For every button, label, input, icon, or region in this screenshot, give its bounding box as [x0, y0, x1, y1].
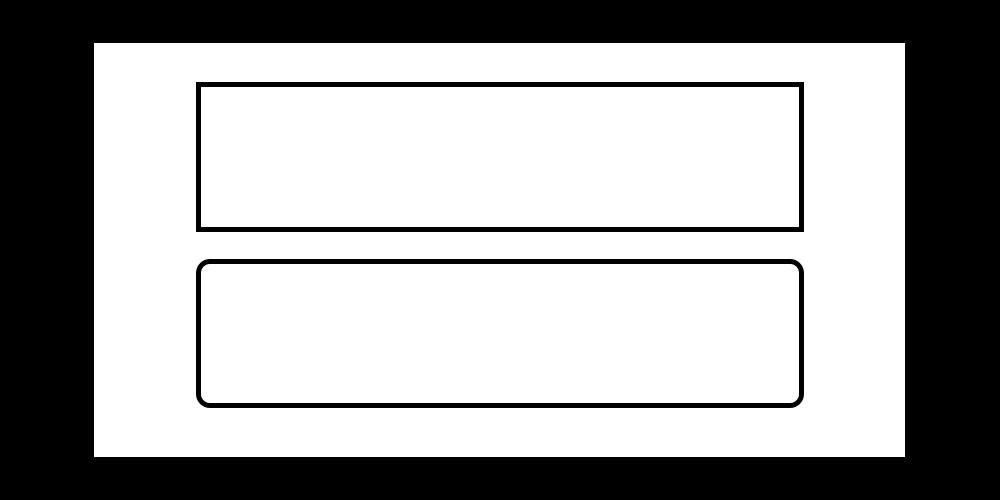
- square-rectangle: [196, 82, 804, 232]
- rounded-rectangle: [196, 259, 804, 408]
